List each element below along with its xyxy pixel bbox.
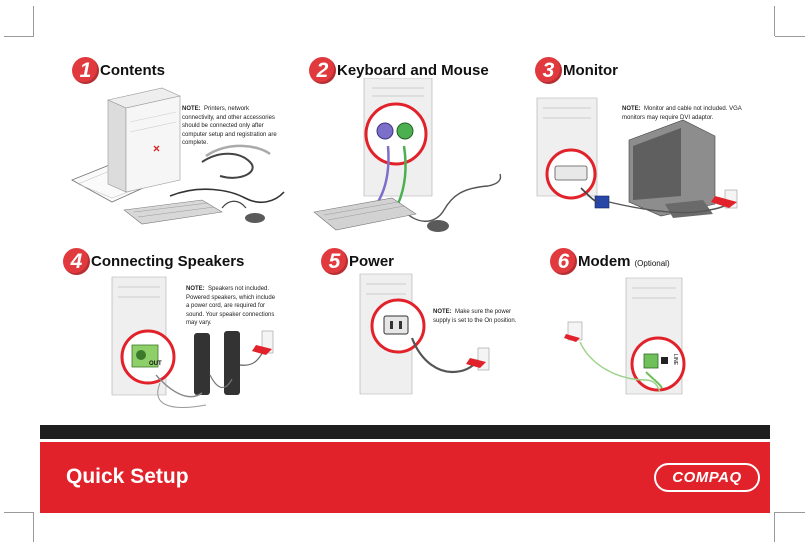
note-text: Make sure the power supply is set to the…	[433, 309, 517, 324]
logo-text: COMPAQ	[672, 469, 742, 486]
step-number-badge: 5	[321, 248, 348, 275]
crop-mark	[33, 6, 34, 36]
step-3-note: NOTE: Monitor and cable not included. VG…	[622, 105, 757, 122]
step-4-note: NOTE: Speakers not included. Powered spe…	[186, 285, 278, 328]
crop-mark	[775, 36, 805, 37]
audio-out-label: OUT	[149, 361, 162, 367]
note-text: Speakers not included. Powered speakers,…	[186, 286, 276, 327]
compaq-logo: COMPAQ	[654, 463, 760, 492]
step-5-note: NOTE: Make sure the power supply is set …	[433, 308, 525, 325]
step-title: Keyboard and Mouse	[337, 62, 489, 79]
note-text: Printers, network connectivity, and othe…	[182, 106, 277, 147]
monitor-illustration	[536, 97, 738, 218]
footer-title: Quick Setup	[66, 465, 189, 488]
step-2-heading: 2 Keyboard and Mouse	[309, 57, 489, 84]
crop-mark	[774, 6, 775, 36]
note-label: NOTE:	[433, 309, 452, 315]
step-number-badge: 4	[63, 248, 90, 275]
step-title: Connecting Speakers	[91, 253, 245, 270]
step-4-heading: 4 Connecting Speakers	[63, 248, 244, 275]
step-title: Monitor	[563, 62, 618, 79]
divider-bar	[40, 425, 770, 439]
step-title: Modem	[578, 253, 631, 270]
speakers-illustration: OUT	[111, 276, 274, 408]
crop-mark	[774, 512, 775, 542]
note-label: NOTE:	[622, 106, 641, 112]
step-3-heading: 3 Monitor	[535, 57, 618, 84]
step-number-badge: 1	[72, 57, 99, 84]
footer-banner	[40, 442, 770, 513]
step-number-badge: 6	[550, 248, 577, 275]
modem-line-label: LINE	[672, 354, 678, 366]
power-illustration	[359, 273, 490, 395]
crop-mark	[33, 512, 34, 542]
step-5-heading: 5 Power	[321, 248, 394, 275]
contents-illustration	[71, 87, 285, 225]
optional-label: (Optional)	[634, 259, 670, 268]
keyboard-mouse-illustration	[313, 78, 502, 232]
note-text: Monitor and cable not included. VGA moni…	[622, 106, 742, 121]
step-title: Contents	[100, 62, 165, 79]
crop-mark	[4, 512, 34, 513]
step-title: Power	[349, 253, 395, 270]
note-label: NOTE:	[186, 286, 205, 292]
step-number-badge: 2	[309, 57, 336, 84]
note-label: NOTE:	[182, 106, 201, 112]
step-1-heading: 1 Contents	[72, 57, 165, 84]
step-1-note: NOTE: Printers, network connectivity, an…	[182, 105, 278, 148]
crop-mark	[4, 36, 34, 37]
step-number-badge: 3	[535, 57, 562, 84]
modem-illustration: LINE	[564, 277, 686, 395]
step-6-heading: 6 Modem (Optional)	[550, 248, 670, 275]
crop-mark	[775, 512, 805, 513]
